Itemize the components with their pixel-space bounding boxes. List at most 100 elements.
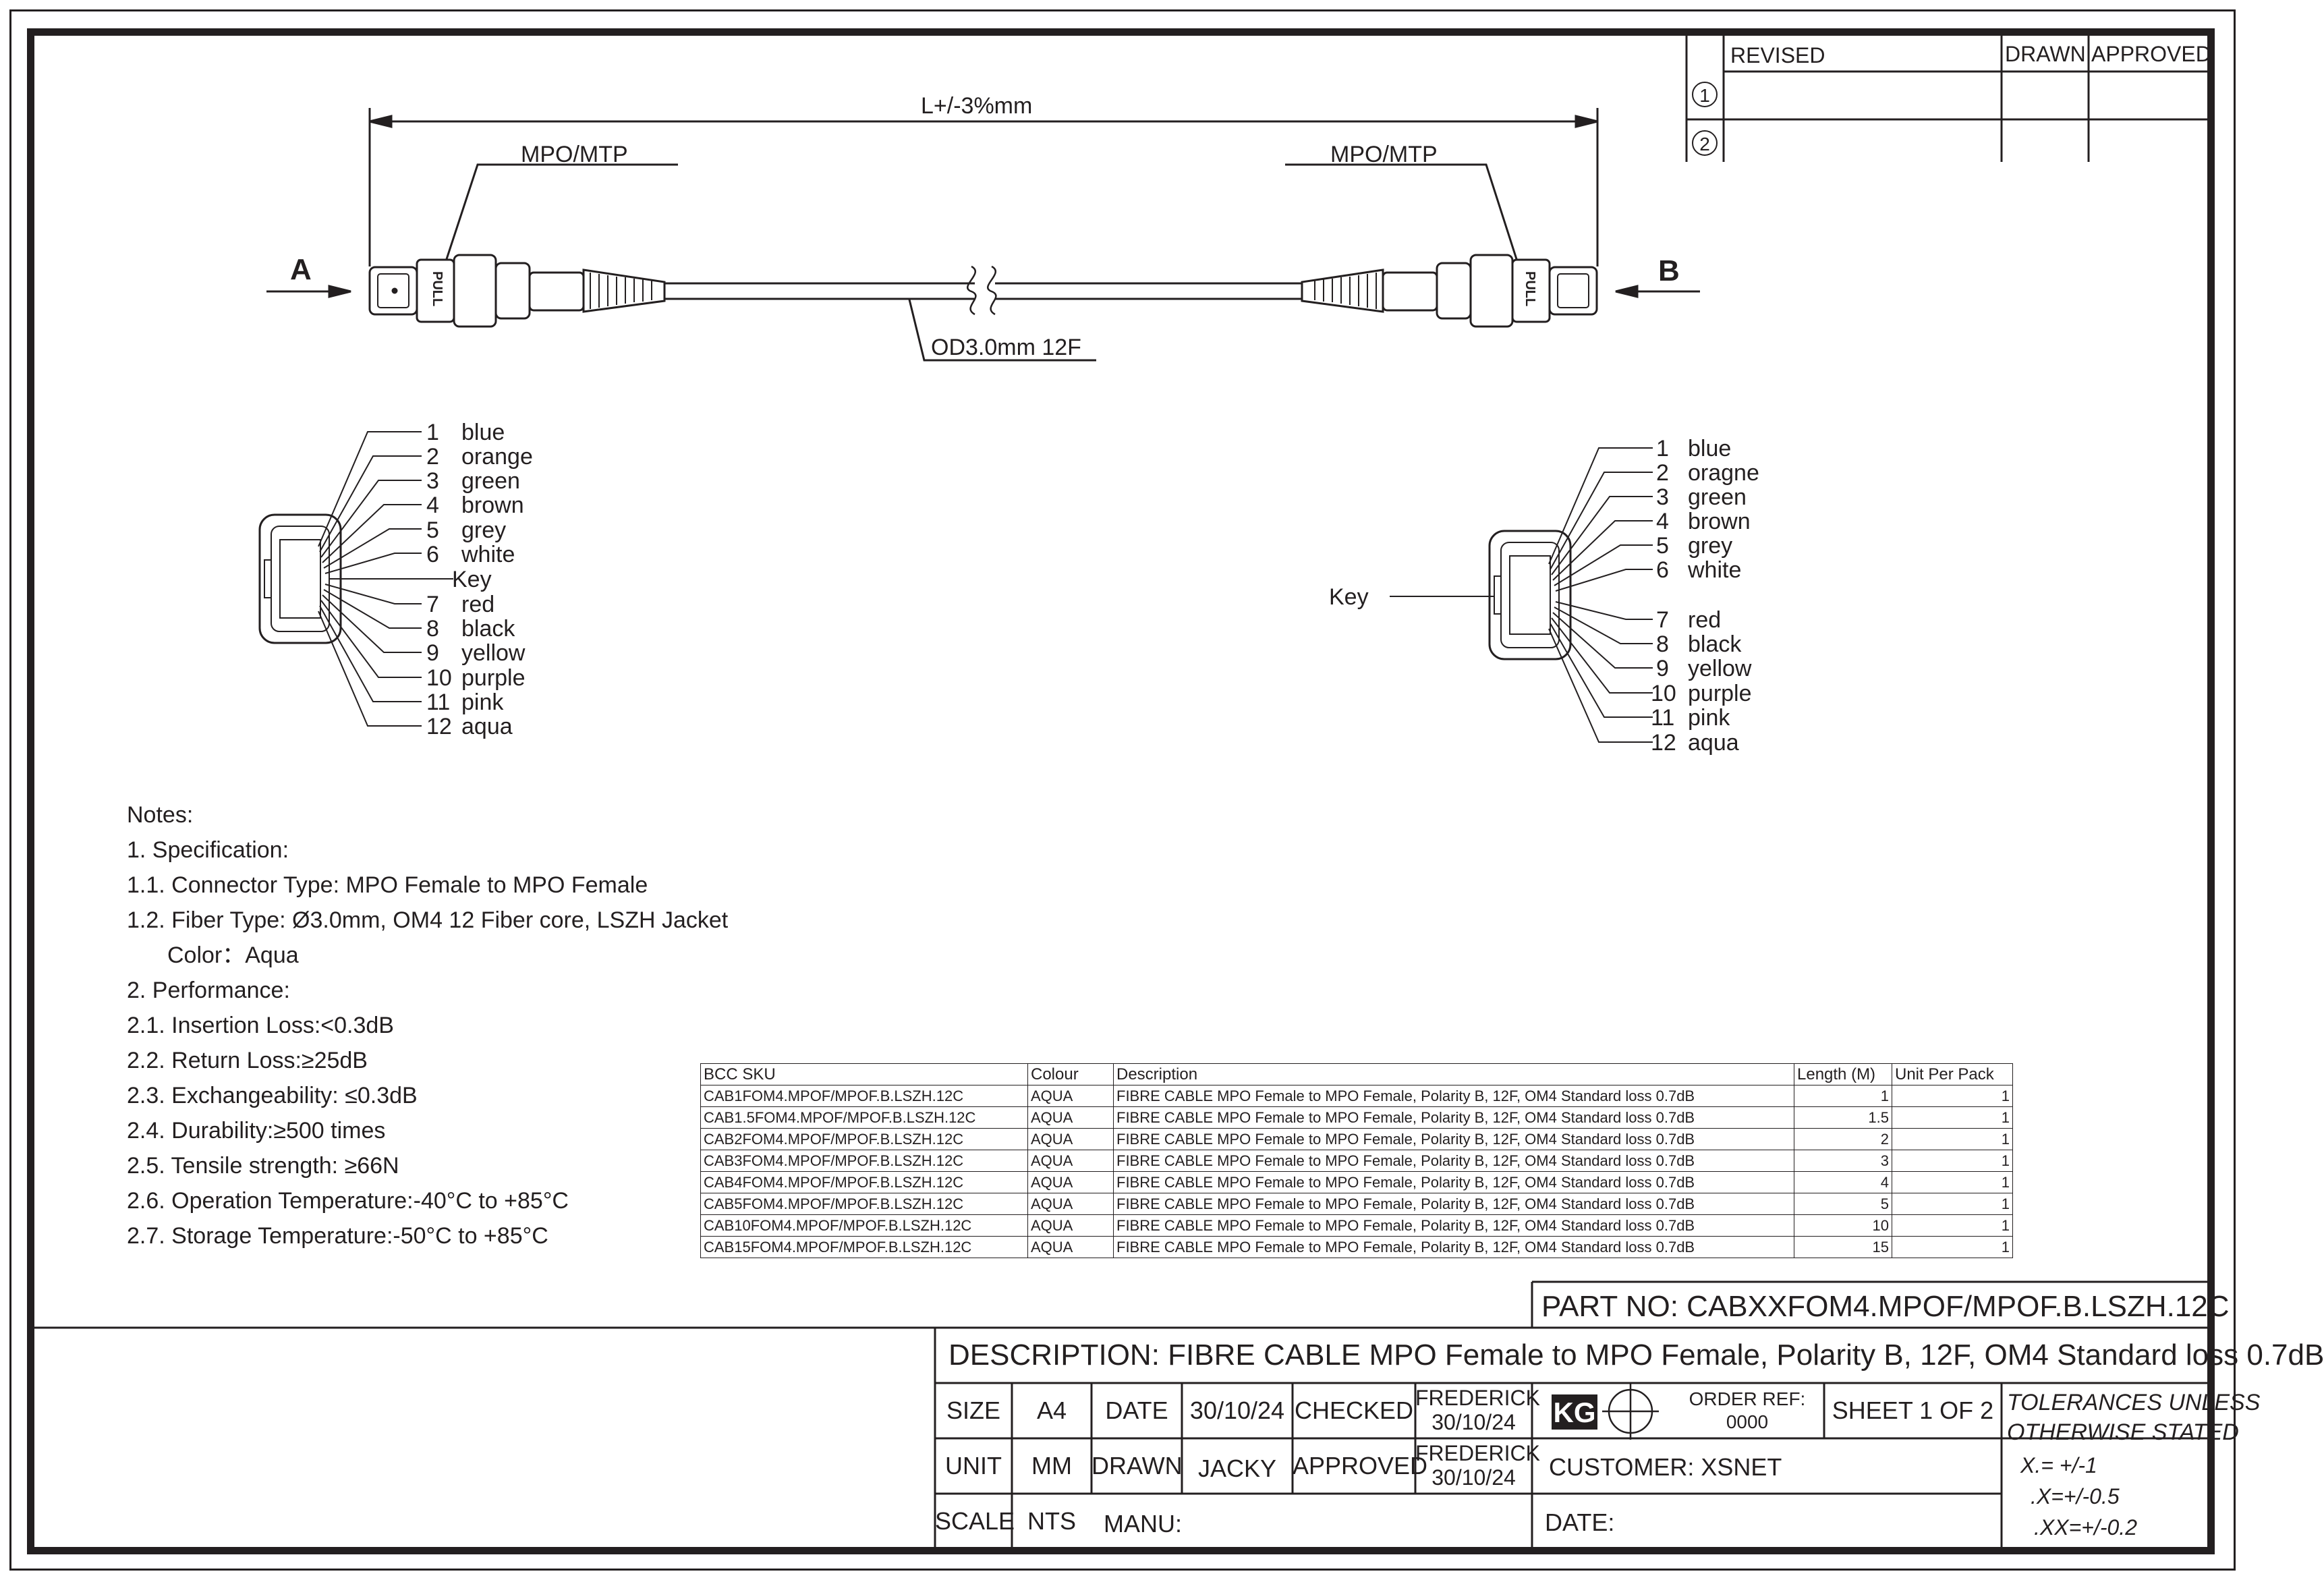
description-header: Description (1113, 1063, 1794, 1085)
notes-line: Color：Aqua (167, 942, 299, 968)
length-cell: 5 (1794, 1193, 1892, 1215)
key-label-right: Key (1329, 584, 1369, 610)
notes-line: 2. Performance: (127, 978, 290, 1003)
drawing-border (27, 28, 2215, 1554)
connector-right-leader (1285, 163, 1518, 260)
fiber-left-num: 3 (426, 468, 439, 494)
fiber-right-num: 11 (1651, 705, 1674, 731)
end-face-right (1488, 530, 1572, 660)
fiber-right-color: grey (1688, 533, 1732, 559)
length-cell: 2 (1794, 1128, 1892, 1150)
fiber-left-num: 6 (426, 542, 439, 567)
fiber-left-num: 10 (426, 665, 452, 691)
logo-text: KG (1554, 1396, 1596, 1428)
revision-row-num: 1 (1699, 85, 1710, 106)
length-cell: 1 (1794, 1085, 1892, 1107)
cable (664, 265, 1302, 316)
approved-label: APPROVED (1293, 1452, 1428, 1479)
colour-header: Colour (1027, 1063, 1114, 1085)
table-row: CAB1.5FOM4.MPOF/MPOF.B.LSZH.12C AQUA FIB… (700, 1106, 2013, 1129)
unit-cell: 1 (1892, 1085, 2013, 1107)
drawn-header: DRAWN (2005, 42, 2086, 66)
fiber-left-num: 2 (426, 444, 439, 470)
length-cell: 4 (1794, 1171, 1892, 1193)
sku-cell: CAB2FOM4.MPOF/MPOF.B.LSZH.12C (700, 1128, 1028, 1150)
approved-date: 30/10/24 (1432, 1465, 1516, 1490)
unit-cell: 1 (1892, 1150, 2013, 1172)
sku-cell: CAB1FOM4.MPOF/MPOF.B.LSZH.12C (700, 1085, 1028, 1107)
length-cell: 15 (1794, 1236, 1892, 1258)
unit-cell: 1 (1892, 1128, 2013, 1150)
table-row: CAB15FOM4.MPOF/MPOF.B.LSZH.12C AQUA FIBR… (700, 1236, 2013, 1258)
unit-value: MM (1031, 1452, 1072, 1479)
key-label-left: Key (452, 567, 492, 592)
description-cell: FIBRE CABLE MPO Female to MPO Female, Po… (1113, 1193, 1794, 1215)
title-block-grid (34, 1280, 2207, 1548)
fiber-left-color: white (461, 542, 515, 567)
description-cell: FIBRE CABLE MPO Female to MPO Female, Po… (1113, 1171, 1794, 1193)
tolerance-x0: .X=+/-0.5 (2031, 1484, 2120, 1508)
pull-label-right: PULL (1523, 271, 1537, 306)
fiber-left-color: pink (461, 689, 504, 715)
length-dimension (368, 108, 1599, 266)
approved-header: APPROVED (2091, 42, 2211, 66)
fiber-left-color: purple (461, 665, 526, 691)
connector-left-leader (445, 163, 678, 260)
fiber-leaders-right (1390, 447, 1653, 743)
colour-cell: AQUA (1027, 1193, 1114, 1215)
colour-cell: AQUA (1027, 1128, 1114, 1150)
sku-cell: CAB3FOM4.MPOF/MPOF.B.LSZH.12C (700, 1150, 1028, 1172)
sku-header-row: BCC SKU Colour Description Length (M) Un… (700, 1063, 2013, 1085)
colour-cell: AQUA (1027, 1150, 1114, 1172)
date-field: DATE: (1545, 1508, 1615, 1536)
notes-line: 2.2. Return Loss:≥25dB (127, 1048, 368, 1073)
description-cell: FIBRE CABLE MPO Female to MPO Female, Po… (1113, 1214, 1794, 1237)
connector-left (368, 254, 666, 328)
fiber-right-color: yellow (1688, 656, 1752, 681)
colour-cell: AQUA (1027, 1085, 1114, 1107)
end-a-label: A (290, 253, 312, 286)
fiber-right-color: purple (1688, 681, 1752, 706)
drawn-label: DRAWN (1092, 1452, 1183, 1479)
fiber-left-color: yellow (461, 640, 526, 666)
notes-line: 2.1. Insertion Loss:<0.3dB (127, 1013, 394, 1038)
fiber-right-num: 1 (1656, 436, 1669, 461)
checked-name: FREDERICK (1415, 1386, 1540, 1410)
part-number: PART NO: CABXXFOM4.MPOF/MPOF.B.LSZH.12C (1541, 1290, 2230, 1323)
cable-leader (908, 299, 1096, 362)
description-cell: FIBRE CABLE MPO Female to MPO Female, Po… (1113, 1106, 1794, 1129)
fiber-right-color: aqua (1688, 730, 1739, 756)
fiber-left-color: grey (461, 517, 506, 543)
fiber-left-color: brown (461, 492, 524, 518)
notes-line: 1.2. Fiber Type: Ø3.0mm, OM4 12 Fiber co… (127, 907, 729, 933)
cable-label: OD3.0mm 12F (931, 335, 1081, 360)
table-row: CAB5FOM4.MPOF/MPOF.B.LSZH.12C AQUA FIBRE… (700, 1193, 2013, 1215)
unit-cell: 1 (1892, 1171, 2013, 1193)
fiber-left-num: 8 (426, 616, 439, 642)
fiber-right-num: 3 (1656, 484, 1669, 510)
fiber-left-num: 7 (426, 592, 439, 617)
fiber-left-num: 5 (426, 517, 439, 543)
fiber-left-color: blue (461, 420, 505, 445)
logo-block (1552, 1394, 1597, 1430)
table-row: CAB3FOM4.MPOF/MPOF.B.LSZH.12C AQUA FIBRE… (700, 1150, 2013, 1172)
notes-line: Notes: (127, 802, 194, 828)
end-b-arrow (1615, 285, 1700, 298)
manu-label: MANU: (1104, 1510, 1182, 1537)
checked-label: CHECKED (1294, 1396, 1414, 1424)
revision-table (1685, 35, 2215, 162)
end-a-arrow (266, 285, 351, 298)
notes: Notes: 1. Specification: 1.1. Connector … (127, 797, 728, 1253)
checked-date: 30/10/24 (1432, 1410, 1516, 1434)
fiber-right-num: 5 (1656, 533, 1669, 559)
description-cell: FIBRE CABLE MPO Female to MPO Female, Po… (1113, 1128, 1794, 1150)
description-cell: FIBRE CABLE MPO Female to MPO Female, Po… (1113, 1085, 1794, 1107)
table-row: CAB4FOM4.MPOF/MPOF.B.LSZH.12C AQUA FIBRE… (700, 1171, 2013, 1193)
unit-cell: 1 (1892, 1214, 2013, 1237)
fiber-list-left: 1 blue 2 orange 3 green 4 brown 5 grey 6… (426, 420, 533, 739)
fiber-left-num: 1 (426, 420, 439, 445)
colour-cell: AQUA (1027, 1106, 1114, 1129)
connector-left-label: MPO/MTP (521, 142, 628, 167)
unit-cell: 1 (1892, 1193, 2013, 1215)
date-label: DATE (1105, 1396, 1168, 1424)
